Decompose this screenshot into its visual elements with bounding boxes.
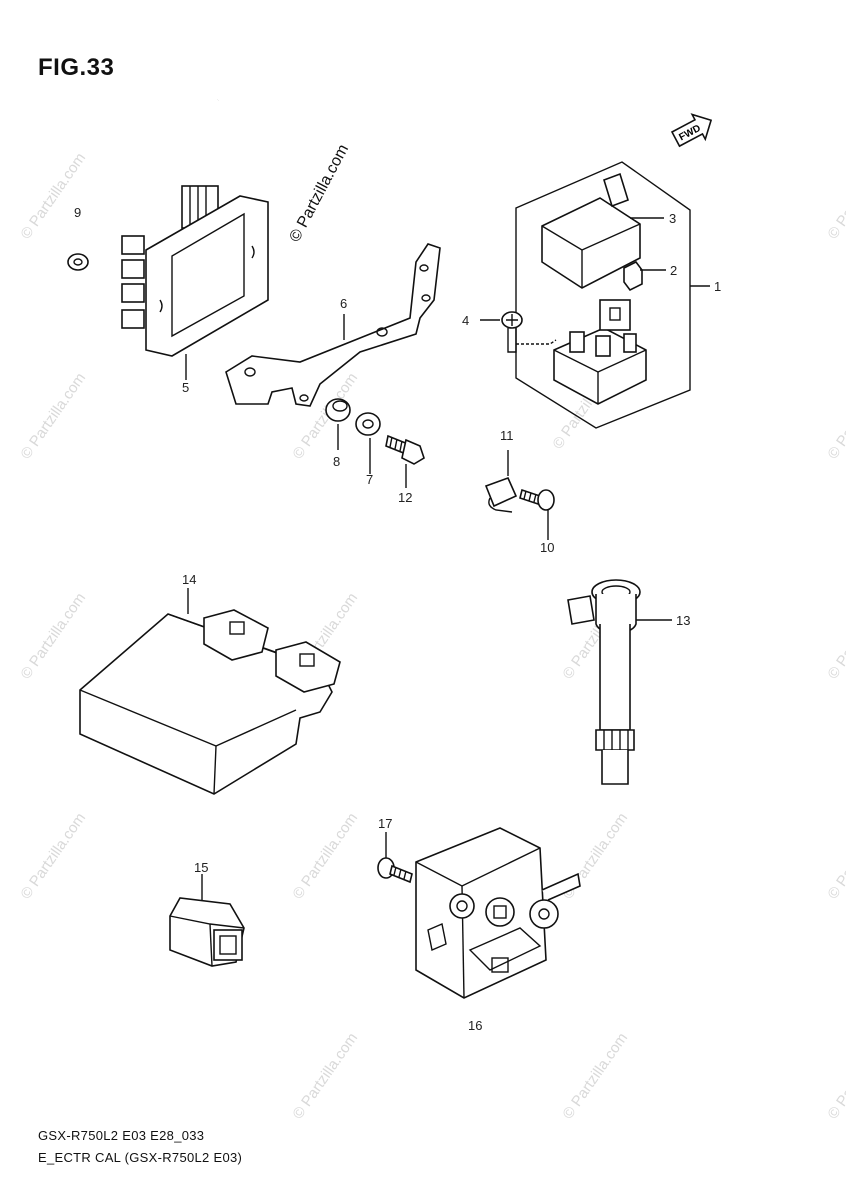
callout-13: 13 [676,613,690,628]
relay-body [553,299,647,405]
callout-12: 12 [398,490,412,505]
callout-8: 8 [333,454,340,469]
figure-title: FIG.33 [38,54,115,81]
callout-17: 17 [378,816,392,831]
callout-5: 5 [182,380,189,395]
watermark: © Partzilla.com [824,590,846,683]
watermark: © Partzilla.com [824,370,846,463]
leader-lines [185,217,710,900]
part-15-connector[interactable] [169,897,245,967]
watermark: © Partzilla.com [559,1030,631,1123]
part-17-screw[interactable] [377,857,413,884]
footer-model-code: GSX-R750L2 E03 E28_033 [38,1128,205,1143]
fwd-arrow-icon: FWD [670,113,713,148]
callout-15: 15 [194,860,208,875]
watermark: © Partzilla.com [824,810,846,903]
part-9-grommet[interactable] [67,253,89,271]
watermark: © Partzilla.com [824,150,846,243]
part-2-fuse[interactable] [623,260,643,292]
part-16-actuator[interactable] [415,827,581,999]
part-8-collar[interactable] [325,398,351,422]
callout-6: 6 [340,296,347,311]
footer-section-title: E_ECTR CAL (GSX-R750L2 E03) [38,1150,243,1165]
part-3-relay-cover[interactable] [541,172,641,289]
part-10-screw[interactable] [519,488,555,511]
callout-16: 16 [468,1018,482,1033]
part-4-screw[interactable] [501,311,557,353]
callout-4: 4 [462,313,469,328]
callouts: 1 2 3 4 5 6 7 8 9 10 11 12 13 14 15 16 1… [74,205,721,1033]
callout-7: 7 [366,472,373,487]
part-13-ignition-coil[interactable] [567,579,641,785]
watermark: © Partzilla.com [17,370,89,463]
part-12-bolt[interactable] [385,434,425,465]
callout-9: 9 [74,205,81,220]
watermark: © Partzilla.com [17,590,89,683]
part-7-washer[interactable] [355,412,381,436]
watermark: © Partzilla.com [824,1030,846,1123]
watermark: © Partzilla.com [289,810,361,903]
watermark: © Partzilla.com [289,1030,361,1123]
watermark: © Partzilla.com [17,810,89,903]
part-6-bracket[interactable] [225,243,441,407]
part-1-starter-relay-assy[interactable] [515,161,691,429]
part-11-clamp[interactable] [484,450,518,513]
part-14-ecm[interactable] [79,609,341,795]
part-5-regulator[interactable] [121,91,269,357]
callout-10: 10 [540,540,554,555]
callout-3: 3 [669,211,676,226]
callout-11: 11 [500,428,514,443]
watermark-main: © Partzilla.com [287,142,353,245]
callout-1: 1 [714,279,721,294]
callout-2: 2 [670,263,677,278]
watermark: © Partzilla.com [17,150,89,243]
callout-14: 14 [182,572,196,587]
